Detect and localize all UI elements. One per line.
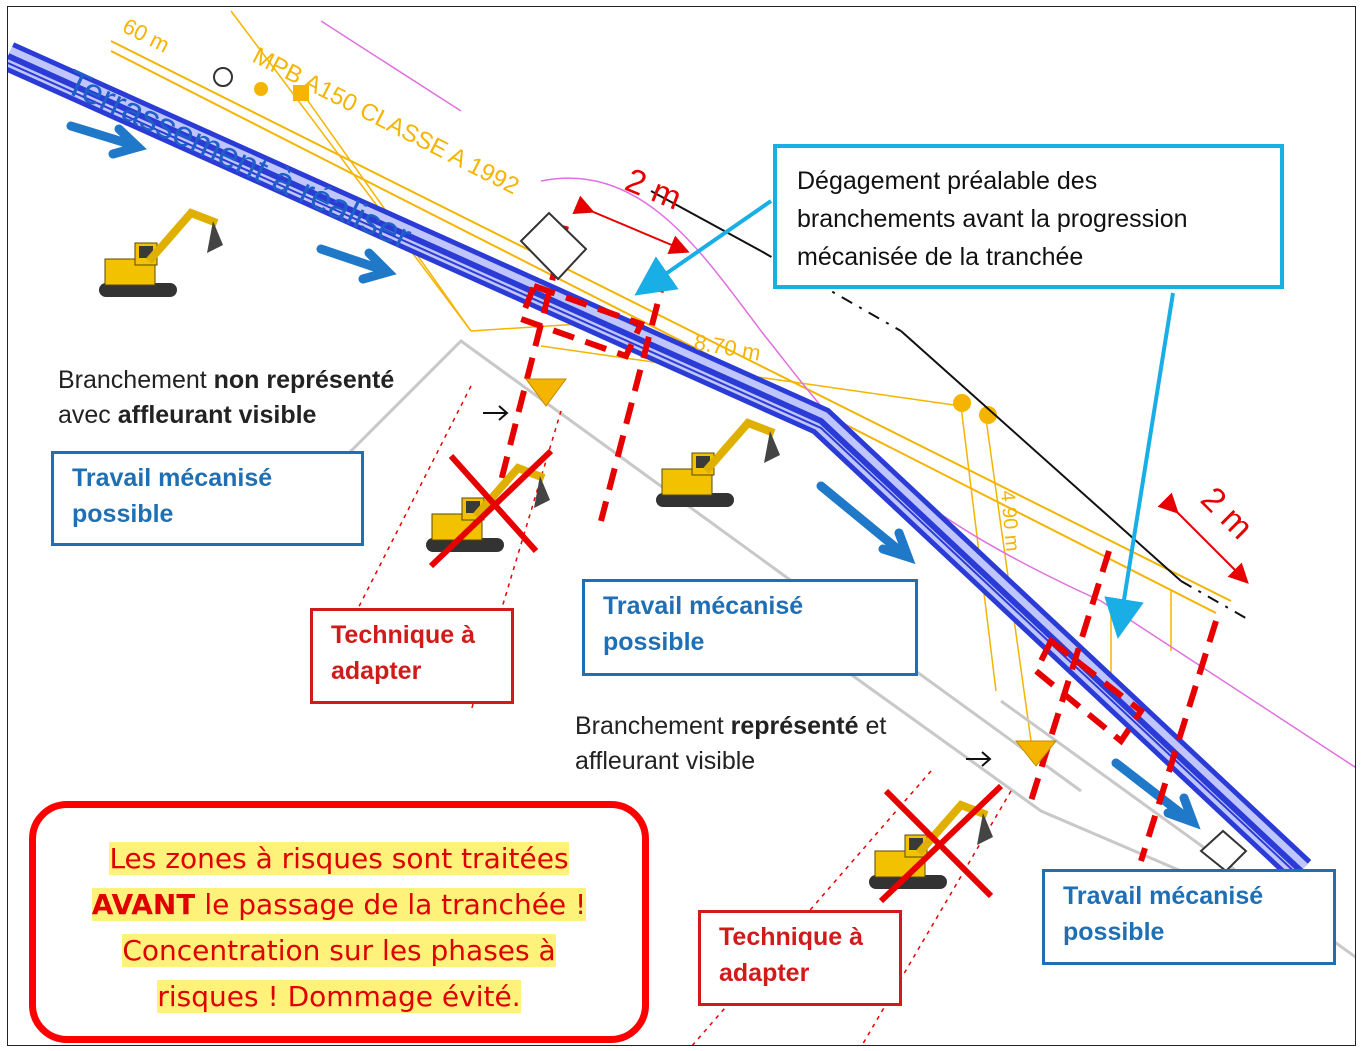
summary-line-3: Concentration sur les phases à [122, 934, 556, 967]
summary-before-emphasis: AVANT [91, 888, 196, 921]
adapt-technique-box-1: Technique à adapter [310, 608, 514, 704]
excavator-ok-1 [99, 213, 223, 297]
trench-label: Terrassement à réaliser [60, 61, 418, 257]
note-branch-shown: Branchement représenté et affleurant vis… [575, 709, 886, 779]
note-right-text-2: affleurant visible [575, 747, 756, 775]
adapt-technique-label: Technique à adapter [719, 923, 864, 987]
callout-arrows [634, 199, 1175, 639]
diagram-frame: Terrassement à réaliser MPB A150 CLASSE … [7, 6, 1356, 1046]
mechanized-work-label: Travail mécanisé possible [72, 464, 273, 528]
valve-symbols [519, 211, 1248, 873]
callout-text: Dégagement préalable des branchements av… [797, 167, 1188, 271]
note-right-bold-1: représenté [730, 712, 859, 740]
note-left-bold-2: affleurant visible [117, 401, 317, 429]
pointer-arrow-icon [483, 405, 992, 767]
note-left-text-2: avec [58, 401, 118, 429]
mechanized-work-box-2: Travail mécanisé possible [582, 579, 918, 676]
mechanized-work-label: Travail mécanisé possible [603, 592, 804, 656]
note-left-text-1: Branchement [58, 366, 214, 394]
trench [8, 42, 1312, 882]
progress-arrows [66, 121, 1201, 830]
adapt-technique-label: Technique à adapter [331, 621, 476, 685]
mechanized-work-box-1: Travail mécanisé possible [51, 451, 364, 546]
excavator-ok-2 [656, 423, 780, 507]
preliminary-clearing-callout: Dégagement préalable des branchements av… [773, 144, 1284, 289]
note-right-text-1b: et [858, 712, 887, 740]
mechanized-work-box-3: Travail mécanisé possible [1042, 869, 1336, 965]
dimension-490-label: 4.90 m [996, 490, 1023, 553]
pipe-length-label: 60 m [119, 13, 174, 57]
site-plan: Terrassement à réaliser MPB A150 CLASSE … [8, 10, 1355, 1045]
summary-box: Les zones à risques sont traitées AVANT … [29, 801, 649, 1043]
mechanized-work-label: Travail mécanisé possible [1063, 882, 1264, 946]
forbidden-cross-icon [428, 448, 554, 569]
dimension-right-label: 2 m [1193, 480, 1260, 547]
summary-line-2: le passage de la tranchée ! [195, 888, 587, 921]
summary-line-4: risques ! Dommage évité. [157, 980, 521, 1013]
adapt-technique-box-2: Technique à adapter [698, 910, 902, 1006]
note-branch-not-shown: Branchement non représenté avec affleura… [58, 363, 394, 433]
note-left-bold-1: non représenté [213, 366, 395, 394]
dimension-top-label: 2 m [620, 161, 687, 217]
forbidden-cross-icon [878, 783, 1004, 904]
note-right-text-1: Branchement [575, 712, 731, 740]
summary-line-1: Les zones à risques sont traitées [109, 842, 569, 875]
dimension-arrows [572, 195, 1249, 584]
